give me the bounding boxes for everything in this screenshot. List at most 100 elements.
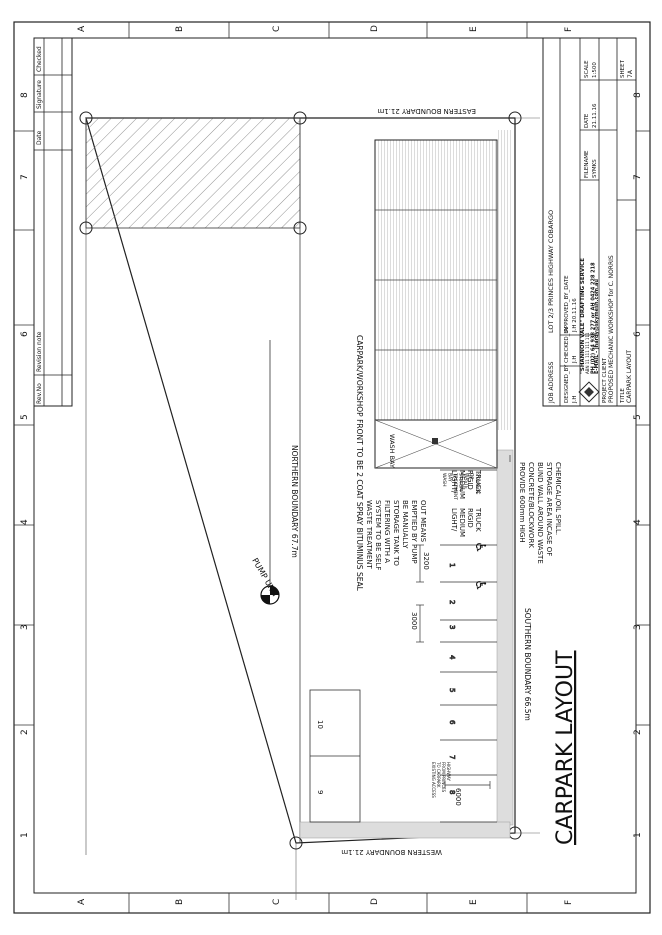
approved-by-label: APPROVED_BY_DATE [564, 275, 570, 332]
job-address-label: JOB ADDRESS [548, 361, 555, 404]
vegetation-strip [299, 130, 514, 839]
dimension-lines [416, 544, 491, 789]
checked-by-label: CHECKED_BY [564, 326, 570, 363]
border-number-left: 3 [20, 624, 30, 630]
revision-table: Rev.No Revision note Date Signature Chec… [33, 37, 73, 407]
bay-number: 4 [448, 655, 456, 660]
waste-note-line: BE MANUALLY [401, 500, 409, 549]
border-number-left: 6 [20, 331, 30, 337]
access-note-line: HIGHWAY [446, 762, 451, 781]
access-note-line: TO CARPARK [436, 761, 441, 788]
title-block: JOB ADDRESS LOT 2/3 PRINCES HIGHWAY COBA… [542, 37, 637, 407]
bund-note-line: STORAGE AREA INCASE OF [545, 462, 553, 556]
border-letter-bottom: C [272, 899, 282, 905]
date: 21.11.16 [592, 103, 598, 128]
filename: SYMKS [592, 159, 598, 178]
border-number-left: 7 [20, 174, 30, 180]
wash-bay [374, 419, 498, 469]
border-number-left: 8 [20, 92, 30, 98]
pump-unit-icon [260, 585, 280, 605]
border-letter-bottom: A [77, 898, 87, 905]
stack-label-9: 9 [316, 790, 324, 794]
bay-number: 7 [448, 755, 456, 759]
rev-header-signature: Signature [36, 80, 43, 109]
filename-label: FILENAME [584, 150, 590, 178]
small-note-line: OIL [469, 473, 475, 481]
truck-bay-line: LIGHT/ [450, 470, 458, 494]
company-logo-icon [578, 381, 600, 403]
border-number-right: 3 [633, 624, 643, 630]
border-number-left: 2 [20, 729, 30, 735]
scale-label: SCALE [584, 60, 590, 78]
bay-number: 8 [448, 790, 456, 794]
company-abn: ABN 11 111 111 111 [585, 332, 590, 374]
small-note-line: WASTE [463, 473, 469, 489]
small-note-line: WASH [441, 473, 447, 487]
border-number-left: 5 [20, 414, 30, 420]
scale: 1:500 [592, 62, 598, 78]
small-note-line: STORAGE [474, 473, 480, 495]
job-address: LOT 2/3 PRINCES HIGHWAY COBARGO [547, 210, 555, 333]
waste-note-line: EMPTIED BY PUMP [410, 500, 418, 564]
date-label: DATE [584, 113, 590, 128]
title-value: CARPARK LAYOUT [626, 350, 633, 403]
border-number-right: 7 [633, 174, 643, 180]
project-label: PROJECT CLIENT [602, 357, 608, 403]
small-note-line: TREATMENT [452, 472, 458, 500]
small-note-line: BAY [447, 473, 453, 482]
truck-bay-line: MEDIUM [458, 508, 466, 537]
company-phone: PH (02) 64 938 277 or AH 0424 228 218 [591, 262, 597, 374]
border-letter-bottom: D [370, 898, 380, 905]
border-letter-top: A [77, 25, 87, 32]
border-letter-top: D [370, 25, 380, 32]
approved-by: J.H 20.11.16 [572, 298, 578, 333]
project: PROPOSED MECHANIC WORKSHOP for C. NORRIS [608, 255, 615, 403]
bay-number: 2 [448, 600, 456, 604]
rev-header-note: Revision note [36, 331, 43, 372]
waste-note-line: SYSTEM TO BE SELF [374, 500, 382, 570]
title-label: TITLE [620, 388, 626, 404]
border-letter-top: C [272, 26, 282, 32]
truck-bay-line: RIGID [466, 470, 474, 490]
rev-header-date: Date [36, 130, 43, 145]
northern-boundary-label: NORTHERN BOUNDARY 67.7m [290, 445, 299, 558]
seal-note: CARPARK/WORKSHOP FRONT TO BE 2 COAT SPRA… [355, 335, 364, 592]
border-number-left: 4 [20, 519, 30, 525]
bay-number: 5 [448, 688, 456, 692]
dimension-6000: 6000 [454, 788, 462, 806]
outer-frame [13, 21, 651, 914]
bund-note-line: CONCRETE/BLOCKWORK [527, 462, 535, 548]
designed-by-label: DESIGNED_BY [564, 364, 570, 403]
waste-note-line: WASTE TREATMENT [365, 500, 373, 569]
border-letter-top: F [564, 27, 574, 32]
access-note-line: EXISTING ACCESS [431, 762, 436, 798]
border-number-left: 1 [20, 832, 30, 838]
main-drawing-title: CARPARK LAYOUT [553, 650, 578, 845]
bund-note-line: BUND WALL AROUND WASTE [536, 462, 544, 564]
small-note-line: SYSTEM [458, 473, 464, 491]
access-note-line: FROM PRINCES [441, 762, 446, 793]
designed-by: J.H [572, 395, 578, 404]
border-number-right: 2 [633, 729, 643, 735]
eastern-boundary-label: EASTERN BOUNDARY 21.1m [377, 107, 476, 115]
checked-by: J.H [572, 355, 578, 364]
border-letter-top: B [175, 26, 185, 32]
bund-note-line: PROVIDE 600mm HIGH [518, 462, 526, 543]
waste-note-line: FILTERING WITH A [383, 500, 391, 563]
truck-bay-line: TRUCK [474, 507, 482, 532]
border-letter-bottom: B [175, 899, 185, 905]
truck-bay-line: TRUCK [474, 469, 482, 494]
sheet: 7A [627, 69, 634, 78]
company-name: "SHANNON VALE" DRAFTING SERVICE [580, 258, 586, 374]
wash-bay-label: WASH BAY [388, 434, 396, 468]
truck-bay-line: MEDIUM [458, 470, 466, 499]
bay-number: 1 [448, 563, 456, 567]
